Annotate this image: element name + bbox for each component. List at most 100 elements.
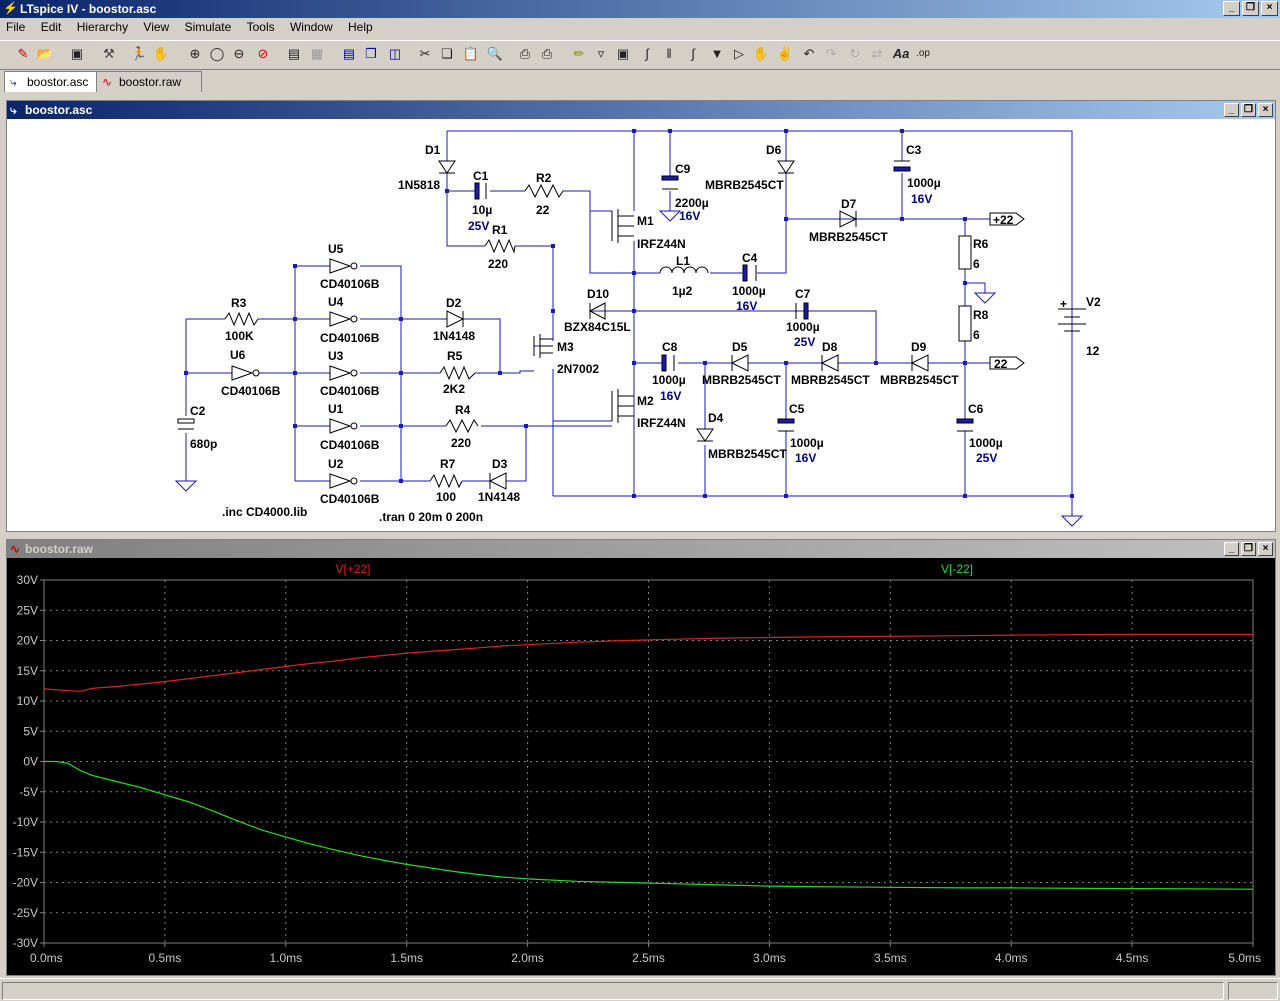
wire-icon[interactable]: ✏	[573, 46, 585, 61]
u1-ref: U1	[328, 402, 344, 416]
open-icon[interactable]: 📂	[36, 46, 54, 61]
grid-icon[interactable]: ▦	[310, 46, 324, 61]
mirror-icon[interactable]: ⇄	[871, 46, 883, 61]
zoom-fit-icon[interactable]: ⊘	[257, 46, 269, 61]
menu-window[interactable]: Window	[289, 20, 333, 34]
r3-ref: R3	[231, 296, 247, 310]
print-preview-icon[interactable]: ⎙	[519, 46, 531, 61]
halt-icon[interactable]: ✋	[152, 46, 170, 61]
r7-value: 100	[436, 490, 456, 504]
component-icon[interactable]: ▷	[734, 46, 744, 61]
ground-icon[interactable]: ▿	[597, 46, 605, 61]
menu-hierarchy[interactable]: Hierarchy	[76, 20, 129, 34]
y-tick-label: -30V	[13, 936, 38, 950]
c7-value: 1000µ	[786, 320, 820, 334]
tile-vertical-icon[interactable]: ◫	[388, 46, 402, 61]
run-icon[interactable]: 🏃	[130, 46, 148, 61]
menu-view[interactable]: View	[143, 20, 170, 34]
u2-ref: U2	[328, 457, 344, 471]
d1-value: 1N5818	[398, 178, 440, 192]
redo-icon[interactable]: ↷	[825, 46, 837, 61]
y-tick-label: -15V	[13, 845, 38, 859]
move-icon[interactable]: ✋	[752, 46, 770, 61]
d1-ref: D1	[425, 143, 441, 157]
diode-icon[interactable]: ▼	[710, 46, 724, 61]
trace-v-neg22[interactable]	[44, 760, 1254, 890]
d7-value: MBRB2545CT	[809, 230, 888, 244]
undo-icon[interactable]: ↶	[803, 46, 815, 61]
x-tick-label: 2.0ms	[511, 951, 544, 965]
capacitor-icon[interactable]: ‖	[666, 46, 672, 61]
waveform-maximize-button[interactable]: ❐	[1241, 542, 1256, 556]
c3-ref: C3	[906, 143, 922, 157]
title-bar: ⚡ LTspice IV - boostor.asc _ ❐ ×	[0, 0, 1280, 18]
x-tick-label: 1.5ms	[390, 951, 423, 965]
minimize-button[interactable]: _	[1223, 1, 1240, 16]
label-net-icon[interactable]: ▣	[616, 46, 630, 61]
maximize-button[interactable]: ❐	[1242, 1, 1259, 16]
tab-boostor-raw[interactable]: ∿ boostor.raw	[96, 71, 202, 92]
c2-value: 680p	[190, 437, 217, 451]
legend-v-pos22[interactable]: V[+22]	[335, 562, 370, 576]
menu-help[interactable]: Help	[347, 20, 373, 34]
cascade-icon[interactable]: ❐	[365, 46, 377, 61]
window-title: LTspice IV - boostor.asc	[20, 2, 157, 16]
menu-tools[interactable]: Tools	[246, 20, 275, 34]
spice-directive-inc[interactable]: .inc CD4000.lib	[222, 505, 307, 519]
tab-boostor-asc[interactable]: ⤷ boostor.asc	[4, 71, 98, 92]
tile-horizontal-icon[interactable]: ▤	[342, 46, 356, 61]
text-icon[interactable]: Aa	[892, 46, 910, 61]
save-icon[interactable]: ▣	[70, 46, 84, 61]
m1-ref: M1	[637, 214, 654, 228]
menu-file[interactable]: File	[6, 20, 26, 34]
r5-ref: R5	[447, 349, 463, 363]
resistor-icon[interactable]: ∫	[645, 46, 649, 61]
menu-edit[interactable]: Edit	[40, 20, 62, 34]
zoom-out-icon[interactable]: ⊖	[233, 46, 245, 61]
trace-v-pos22[interactable]	[43, 633, 1253, 692]
print-icon[interactable]: ⎙	[541, 46, 553, 61]
control-panel-icon[interactable]: ⚒	[103, 46, 115, 61]
cut-icon[interactable]: ✂	[419, 46, 431, 61]
waveform-minimize-button[interactable]: _	[1224, 542, 1239, 556]
pan-icon[interactable]: ◯	[209, 46, 225, 61]
schematic-minimize-button[interactable]: _	[1224, 103, 1239, 117]
c4-ref: C4	[742, 251, 758, 265]
c6-ref: C6	[968, 402, 984, 416]
y-axis-ticks: 30V25V20V15V10V5V0V-5V-10V-15V-20V-25V-3…	[13, 573, 44, 950]
d6-ref: D6	[766, 143, 782, 157]
autorange-icon[interactable]: ▤	[287, 46, 301, 61]
copy-icon[interactable]: ❏	[441, 46, 453, 61]
close-button[interactable]: ×	[1261, 1, 1278, 16]
find-icon[interactable]: 🔍	[486, 46, 504, 61]
new-schematic-icon[interactable]: ✎	[17, 46, 29, 61]
waveform-plot[interactable]: 30V25V20V15V10V5V0V-5V-10V-15V-20V-25V-3…	[7, 559, 1273, 974]
d7-ref: D7	[841, 197, 857, 211]
paste-icon[interactable]: 📋	[462, 46, 480, 61]
l1-value: 1µ2	[672, 284, 693, 298]
u5-ref: U5	[328, 242, 344, 256]
y-tick-label: -5V	[19, 785, 38, 799]
spice-directive-icon[interactable]: .op	[916, 48, 930, 59]
inductor-icon[interactable]: ∫	[691, 46, 695, 61]
zoom-in-icon[interactable]: ⊕	[189, 46, 201, 61]
menu-simulate[interactable]: Simulate	[184, 20, 232, 34]
x-tick-label: 4.5ms	[1116, 951, 1149, 965]
d6-value: MBRB2545CT	[705, 178, 784, 192]
c5-value: 1000µ	[790, 436, 824, 450]
rotate-icon[interactable]: ↻	[849, 46, 861, 61]
document-tabs: ⤷ boostor.asc ∿ boostor.raw	[0, 69, 1280, 93]
schematic-close-button[interactable]: ×	[1258, 103, 1273, 117]
y-tick-label: -10V	[13, 815, 38, 829]
y-tick-label: 5V	[23, 724, 38, 738]
m1-value: IRFZ44N	[637, 237, 686, 251]
d2-ref: D2	[446, 296, 462, 310]
schematic-canvas[interactable]: D1 1N5818 C1 10µ 25V R2 22 R1 220 M1 IRF…	[7, 120, 1273, 530]
schematic-maximize-button[interactable]: ❐	[1241, 103, 1256, 117]
spice-directive-tran[interactable]: .tran 0 20m 0 200n	[379, 510, 483, 524]
waveform-close-button[interactable]: ×	[1258, 542, 1273, 556]
y-tick-label: 10V	[17, 694, 38, 708]
drag-icon[interactable]: ✌	[776, 46, 794, 61]
legend-v-neg22[interactable]: V[-22]	[941, 562, 973, 576]
m2-value: IRFZ44N	[637, 416, 686, 430]
